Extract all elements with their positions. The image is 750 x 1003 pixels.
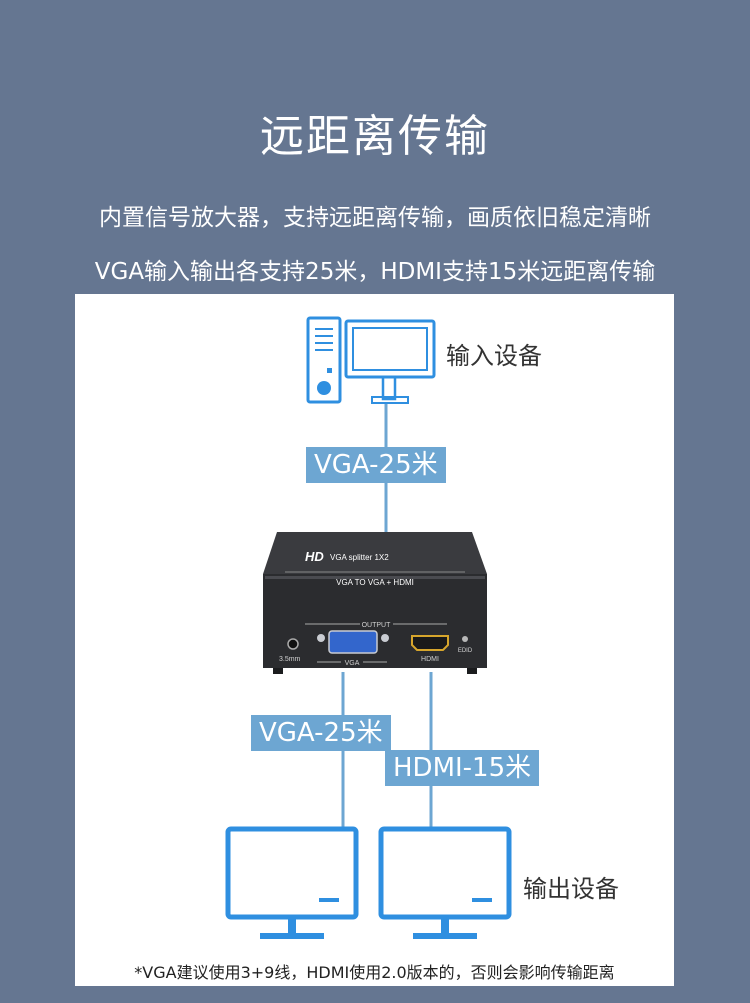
subtitle-line-1: 内置信号放大器，支持远距离传输，画质依旧稳定清晰: [99, 205, 651, 231]
connection-diagram: HD VGA splitter 1X2 VGA TO VGA + HDMI OU…: [225, 316, 512, 939]
vga-port-icon: [328, 630, 378, 654]
diagram-panel: HD VGA splitter 1X2 VGA TO VGA + HDMI OU…: [75, 294, 674, 986]
computer-icon: [306, 316, 436, 404]
page-title: 远距离传输: [260, 111, 490, 162]
vga-port-text: VGA: [345, 660, 360, 667]
audio-text: 3.5mm: [279, 656, 301, 663]
output-text: OUTPUT: [362, 622, 392, 629]
cable-in-label: VGA-25米: [306, 447, 446, 483]
model-text: VGA splitter 1X2: [330, 553, 389, 562]
hdmi-port-icon: [411, 635, 449, 651]
edid-button-icon: [462, 636, 468, 642]
monitor-1-icon: [225, 826, 359, 939]
subtitle-line-2: VGA输入输出各支持25米，HDMI支持15米远距离传输: [94, 259, 656, 285]
edid-text: EDID: [458, 648, 473, 654]
vga-splitter-device: HD VGA splitter 1X2 VGA TO VGA + HDMI OU…: [263, 532, 487, 674]
output-device-label: 输出设备: [523, 875, 619, 903]
cable-out-vga-label: VGA-25米: [251, 715, 391, 751]
input-device-label: 输入设备: [446, 342, 542, 370]
device-subtitle: VGA TO VGA + HDMI: [336, 578, 414, 587]
brand-mark: HD: [305, 549, 324, 564]
audio-jack-icon: [287, 638, 299, 650]
hdmi-port-text: HDMI: [421, 656, 439, 663]
footnote: *VGA建议使用3+9线，HDMI使用2.0版本的，否则会影响传输距离: [134, 963, 615, 982]
cable-out-hdmi-label: HDMI-15米: [385, 750, 540, 786]
monitor-2-icon: [378, 826, 512, 939]
